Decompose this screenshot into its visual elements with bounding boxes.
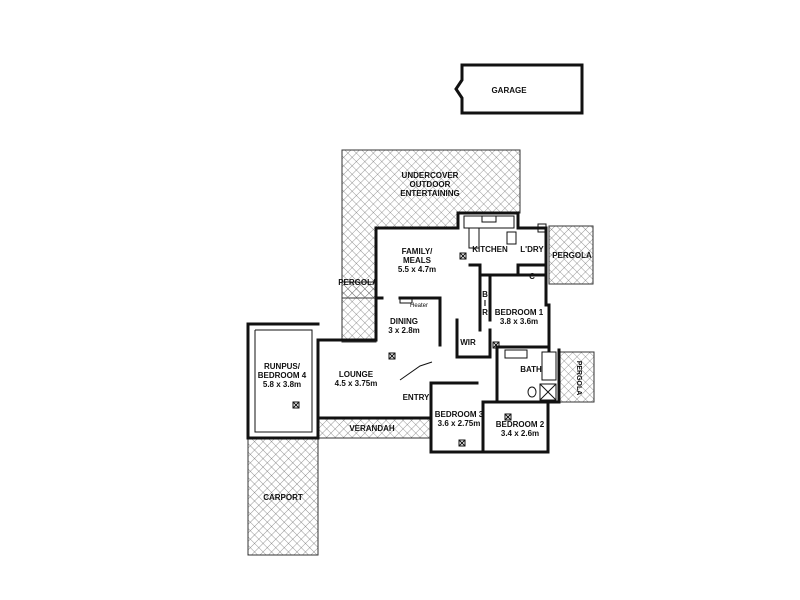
kitchen-island (468, 227, 480, 249)
toilet-icon (527, 386, 537, 398)
room-labels: GARAGE UNDERCOVER OUTDOOR ENTERTAINING K… (258, 86, 592, 502)
bathtub-icon (541, 351, 557, 381)
bedroom2-size: 3.4 x 2.6m (501, 429, 539, 438)
carport-label: CARPORT (263, 493, 303, 502)
kitchen-label: KITCHEN (472, 245, 508, 254)
laundry-tub-icon (537, 223, 547, 233)
family-size: 5.5 x 4.7m (398, 265, 436, 274)
bedroom2-label: BEDROOM 2 (496, 420, 545, 429)
rumpus-label-1: RUNPUS/ (264, 362, 301, 371)
family-label-2: MEALS (403, 256, 432, 265)
bir-label-3: R (482, 308, 488, 317)
fan-icon (292, 401, 300, 409)
heater-label: Heater (410, 303, 428, 309)
ceiling-fans (292, 252, 512, 447)
fan-icon (458, 439, 466, 447)
lounge-size: 4.5 x 3.75m (335, 379, 378, 388)
entry-label: ENTRY (403, 393, 430, 402)
bedroom1-size: 3.8 x 3.6m (500, 317, 538, 326)
outdoor-label-3: ENTERTAINING (400, 189, 459, 198)
bir-label-2: I (484, 299, 486, 308)
outdoor-areas (247, 149, 595, 556)
pergola-left-area (341, 281, 377, 343)
family-label-1: FAMILY/ (402, 247, 434, 256)
rumpus-label-2: BEDROOM 4 (258, 371, 307, 380)
bedroom1-label: BEDROOM 1 (495, 308, 544, 317)
pergola-bath-label: PERGOLA (575, 361, 582, 396)
cupboard-label: C (529, 272, 535, 281)
fan-icon (388, 352, 396, 360)
vanity-icon (504, 349, 528, 359)
dining-label: DINING (390, 317, 418, 326)
cooktop-icon (506, 231, 517, 245)
verandah-label: VERANDAH (349, 424, 395, 433)
wir-label: WIR (460, 338, 476, 347)
outdoor-label-1: UNDERCOVER (402, 171, 459, 180)
garage-label: GARAGE (491, 86, 527, 95)
bath-label: BATH (520, 365, 542, 374)
dining-size: 3 x 2.8m (388, 326, 420, 335)
bedroom3-label: BEDROOM 3 (435, 410, 484, 419)
pergola-left-label: PERGOLA (338, 278, 378, 287)
bedroom3-size: 3.6 x 2.75m (438, 419, 481, 428)
garage (454, 63, 584, 115)
heater-icon (399, 297, 413, 304)
outdoor-label-2: OUTDOOR (410, 180, 451, 189)
fixtures (399, 215, 557, 401)
pergola-right-label: PERGOLA (552, 251, 592, 260)
sink-icon (481, 215, 497, 223)
fan-icon (459, 252, 467, 260)
lounge-label: LOUNGE (339, 370, 374, 379)
laundry-label: L'DRY (520, 245, 544, 254)
fan-icon (504, 413, 512, 421)
fan-icon (492, 341, 500, 349)
shower-icon (539, 383, 557, 401)
walls (246, 211, 561, 454)
pergola-right-area (548, 225, 594, 285)
bir-label-1: B (482, 290, 488, 299)
rumpus-size: 5.8 x 3.8m (263, 380, 301, 389)
